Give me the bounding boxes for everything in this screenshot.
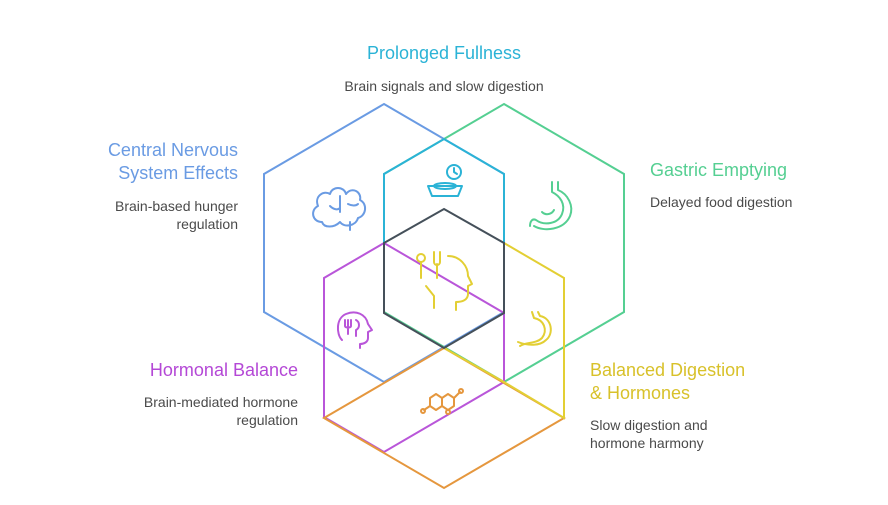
stomach-icon: [529, 181, 573, 231]
label-bottom-left-desc: Brain-mediated hormone regulation: [143, 394, 298, 428]
stomach-outline-icon: [517, 311, 552, 347]
label-left-title: Central Nervous System Effects: [107, 140, 238, 183]
label-right-desc: Delayed food digestion: [650, 194, 793, 210]
overlap-cyan-edge: [383, 137, 505, 243]
label-bottom-right-desc: Slow digestion and hormone harmony: [590, 417, 708, 451]
label-bottom-right-title: Balanced Digestion & Hormones: [590, 360, 746, 403]
head-fork-spoon-icon: [416, 251, 473, 311]
bowl-clock-icon: [427, 164, 463, 197]
label-top-title: Prolonged Fullness: [366, 43, 522, 63]
label-right-title: Gastric Emptying: [650, 160, 788, 180]
label-left-desc: Brain-based hunger regulation: [115, 198, 238, 232]
label-bottom-left-title: Hormonal Balance: [149, 360, 298, 380]
head-utensils-icon: [336, 311, 373, 349]
hexagon-hormonal: [323, 241, 505, 454]
brain-icon: [312, 187, 366, 231]
overlap-yellow-edge: [443, 242, 565, 420]
molecule-icon: [420, 388, 464, 415]
center-hexagon: [383, 207, 505, 350]
label-top-desc: Brain signals and slow digestion: [344, 78, 544, 94]
